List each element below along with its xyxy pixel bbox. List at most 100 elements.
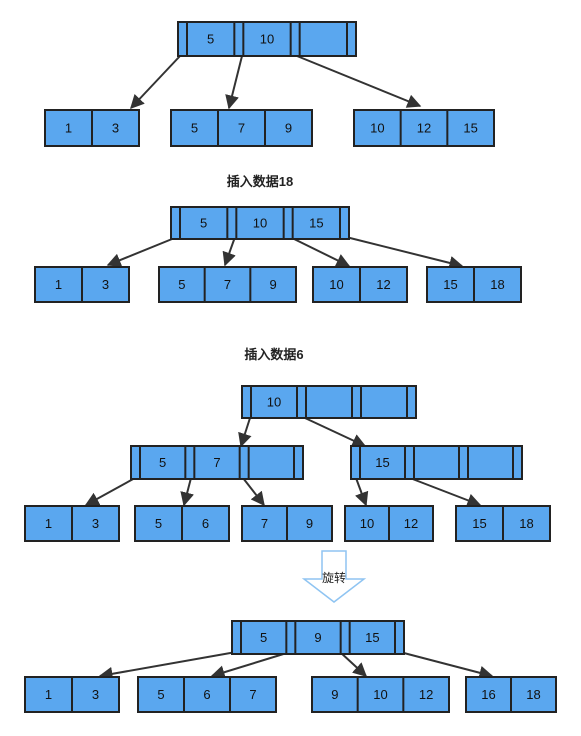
node-key: 15 — [309, 216, 323, 231]
leaf-node-i-l3: 10 12 15 — [353, 109, 495, 147]
node-key: 1 — [45, 516, 52, 531]
caption-rotate: 旋转 — [322, 570, 346, 585]
node-key: 7 — [238, 121, 245, 136]
tree-edge-7 — [345, 236, 464, 270]
node-key: 3 — [92, 687, 99, 702]
node-key: 7 — [261, 516, 268, 531]
node-key: 7 — [213, 455, 220, 470]
tree-edge-14 — [409, 477, 482, 507]
node-box — [170, 109, 313, 147]
node-key: 10 — [253, 216, 267, 231]
node-key: 5 — [157, 687, 164, 702]
node-key: 18 — [490, 277, 504, 292]
tree-edge-15 — [98, 651, 237, 681]
leaf-node-b-l4: 10 12 — [344, 505, 434, 542]
node-key: 10 — [260, 32, 274, 47]
tree-edge-16 — [210, 651, 291, 679]
node-key: 7 — [249, 687, 256, 702]
node-key: 1 — [65, 121, 72, 136]
node-key: 10 — [360, 516, 374, 531]
tree-edge-13 — [355, 477, 369, 507]
internal-node-a-root: 5 10 15 — [170, 206, 350, 240]
node-key: 18 — [519, 516, 533, 531]
caption-insert-6: 插入数据6 — [244, 347, 303, 362]
tree-edge-5 — [222, 236, 236, 267]
node-key: 10 — [329, 277, 343, 292]
node-box — [158, 266, 297, 303]
node-key: 18 — [526, 687, 540, 702]
tree-edge-10 — [84, 477, 136, 506]
tree-edge-18 — [399, 651, 494, 680]
node-key: 3 — [112, 121, 119, 136]
tree-edge-8 — [238, 417, 252, 448]
node-key: 10 — [370, 121, 384, 136]
node-key: 1 — [45, 687, 52, 702]
tree-edge-2 — [225, 55, 243, 110]
internal-node-r-root: 5 9 15 — [231, 620, 405, 655]
node-box — [231, 620, 405, 655]
node-box — [353, 109, 495, 147]
tree-edge-3 — [296, 55, 422, 108]
node-key: 15 — [472, 516, 486, 531]
rotate-down-arrow-icon: 旋转 — [301, 550, 367, 603]
node-box — [177, 21, 357, 57]
node-key: 15 — [365, 630, 379, 645]
tree-edge-4 — [106, 236, 178, 267]
node-key: 9 — [306, 516, 313, 531]
node-key: 12 — [417, 121, 431, 136]
internal-node-b-root: 10 — [241, 385, 417, 419]
node-key: 5 — [155, 516, 162, 531]
tree-edge-9 — [304, 417, 367, 448]
node-key: 5 — [260, 630, 267, 645]
node-box — [311, 676, 450, 713]
node-key: 10 — [267, 395, 281, 410]
tree-edges — [84, 55, 494, 681]
node-key: 15 — [463, 121, 477, 136]
tree-edge-6 — [289, 236, 351, 267]
internal-node-i-root: 5 10 — [177, 21, 357, 57]
node-key: 3 — [92, 516, 99, 531]
node-key: 9 — [331, 687, 338, 702]
node-box — [137, 676, 277, 713]
node-key: 7 — [224, 277, 231, 292]
node-key: 5 — [159, 455, 166, 470]
node-key: 1 — [55, 277, 62, 292]
node-key: 9 — [270, 277, 277, 292]
node-key: 5 — [191, 121, 198, 136]
node-key: 15 — [443, 277, 457, 292]
node-key: 12 — [376, 277, 390, 292]
node-key: 5 — [178, 277, 185, 292]
node-key: 6 — [203, 687, 210, 702]
node-key: 3 — [102, 277, 109, 292]
node-key: 5 — [200, 216, 207, 231]
internal-node-b-m2: 15 — [350, 445, 523, 480]
node-key: 9 — [314, 630, 321, 645]
node-key: 5 — [207, 32, 214, 47]
tree-edge-1 — [130, 55, 181, 110]
tree-edge-11 — [180, 477, 194, 507]
tree-edge-12 — [242, 477, 265, 507]
caption-insert-18: 插入数据18 — [227, 174, 293, 189]
leaf-node-r-l2: 5 6 7 — [137, 676, 277, 713]
node-key: 15 — [375, 455, 389, 470]
node-box — [130, 445, 304, 480]
node-box — [350, 445, 523, 480]
node-box — [170, 206, 350, 240]
node-key: 6 — [202, 516, 209, 531]
node-key: 12 — [404, 516, 418, 531]
